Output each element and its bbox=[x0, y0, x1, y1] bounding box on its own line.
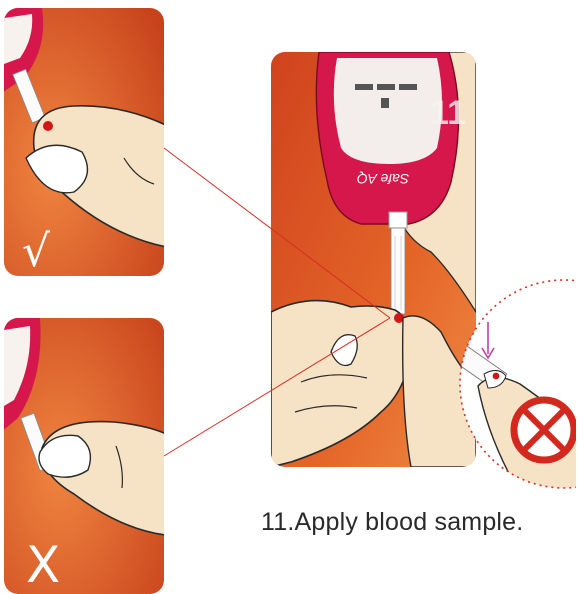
step-caption: 11.Apply blood sample. bbox=[261, 508, 523, 537]
connector-line-correct bbox=[164, 148, 390, 318]
connector-line-incorrect bbox=[164, 318, 390, 456]
